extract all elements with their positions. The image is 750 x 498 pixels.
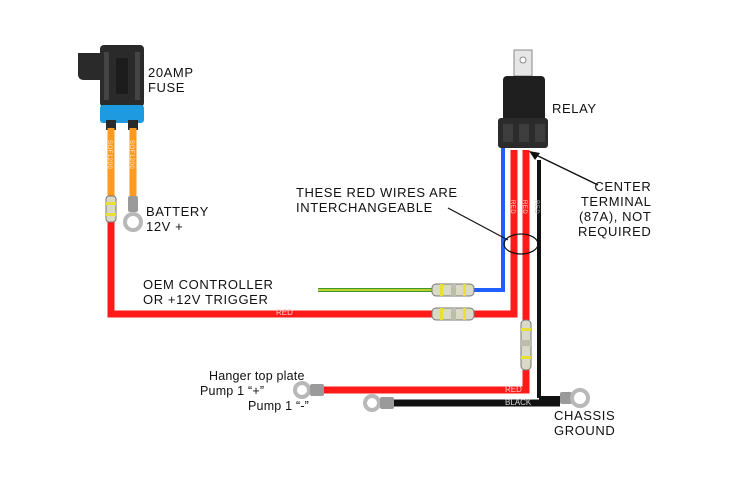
red-main-wire xyxy=(107,222,432,318)
chassis-ring-terminal xyxy=(560,388,590,408)
red-pump-wire xyxy=(322,370,530,394)
fuse-blue-band xyxy=(100,105,144,123)
center-terminal-arrowhead xyxy=(529,151,540,160)
center-terminal-pointer xyxy=(535,154,599,186)
red-main-wire-to-relay xyxy=(474,150,518,318)
relay-wire-2-label: RED xyxy=(521,200,527,215)
battery-ring-terminal xyxy=(123,196,143,232)
fuse-holder-tab xyxy=(78,53,104,80)
butt-connector-trigger xyxy=(431,283,475,297)
fuse-wire-right-label: SOF1200 xyxy=(128,140,134,170)
interchangeable-label: THESE RED WIRES ARE INTERCHANGEABLE xyxy=(296,185,458,215)
fuse-holder xyxy=(78,45,144,130)
butt-connector-fuse xyxy=(105,195,117,223)
interchangeable-highlight-ellipse xyxy=(503,233,539,255)
red-main-wire-label: RED xyxy=(276,308,293,317)
interchangeable-pointer xyxy=(447,207,509,241)
blue-trigger-wire xyxy=(474,150,505,292)
fuse-wire-left-label: SOF1200 xyxy=(106,140,112,170)
pump-plus-label: Pump 1 “+” xyxy=(200,384,265,398)
pump-minus-terminal xyxy=(363,394,394,412)
black-pump-wire-label: BLACK xyxy=(505,398,532,407)
pump-minus-label: Pump 1 “-” xyxy=(248,399,310,413)
relay-wire-3-label: RED xyxy=(533,200,539,215)
center-terminal-label: CENTER TERMINAL (87A), NOT REQUIRED xyxy=(578,179,652,239)
chassis-ground-label: CHASSIS GROUND xyxy=(554,408,616,438)
hanger-label: Hanger top plate xyxy=(209,369,305,383)
butt-connector-pump xyxy=(520,319,532,371)
relay-body xyxy=(498,49,548,154)
relay-label: RELAY xyxy=(552,101,597,116)
red-pump-wire-label: RED xyxy=(505,385,522,394)
pump-plus-terminal xyxy=(293,381,324,399)
fuse-label: 20AMP FUSE xyxy=(148,65,194,95)
butt-connector-red-main xyxy=(431,307,475,321)
oem-controller-label: OEM CONTROLLER OR +12V TRIGGER xyxy=(143,277,274,307)
battery-label: BATTERY 12V + xyxy=(146,204,209,234)
relay-wire-1-label: RED xyxy=(509,200,515,215)
